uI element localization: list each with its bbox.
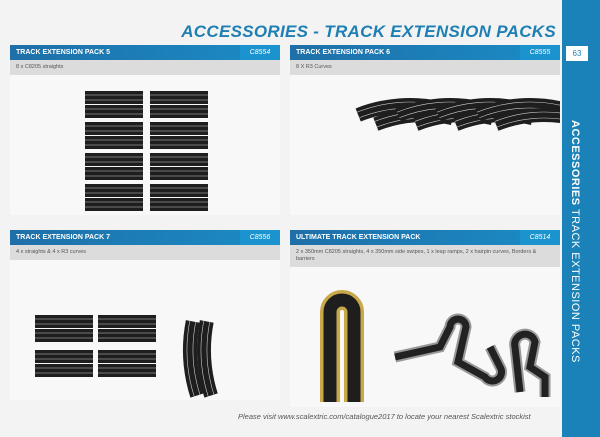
straight-track (85, 91, 143, 104)
panel-title: TRACK EXTENSION PACK 7 (16, 234, 110, 241)
sidebar (562, 0, 600, 437)
curved-track (197, 320, 218, 398)
footer-note: Please visit www.scalextric.com/catalogu… (238, 412, 531, 421)
straight-track (85, 167, 143, 180)
product-code: C8556 (240, 230, 280, 245)
panel-ultimate: ULTIMATE TRACK EXTENSION PACK C8514 2 x 3… (290, 230, 560, 407)
panel-pack-5: TRACK EXTENSION PACK 5 C8554 8 x C8205 st… (10, 45, 280, 215)
straight-track (85, 153, 143, 166)
straight-track (98, 364, 156, 377)
straights-image (10, 75, 280, 215)
straight-track (85, 184, 143, 197)
panel-title: TRACK EXTENSION PACK 6 (296, 49, 390, 56)
straight-track (150, 136, 208, 149)
panel-desc: 2 x 350mm C8205 straights, 4 x 350mm sid… (290, 245, 560, 267)
straight-track (35, 350, 93, 363)
straight-track (150, 91, 208, 104)
straight-track (150, 167, 208, 180)
panel-title: TRACK EXTENSION PACK 5 (16, 49, 110, 56)
curved-track (183, 320, 204, 398)
straight-track (150, 198, 208, 211)
product-code: C8554 (240, 45, 280, 60)
straight-track (150, 184, 208, 197)
straight-track (98, 350, 156, 363)
product-code: C8514 (520, 230, 560, 245)
straight-track (150, 122, 208, 135)
panel-desc: 4 x straights & 4 x R3 curves (10, 245, 280, 260)
straight-track (85, 122, 143, 135)
straight-track (150, 153, 208, 166)
panel-pack-6: TRACK EXTENSION PACK 6 C8555 8 X R3 Curve… (290, 45, 560, 215)
page-title: ACCESSORIES - TRACK EXTENSION PACKS (181, 22, 556, 41)
curves-image (290, 75, 560, 215)
side-light: TRACK EXTENSION PACKS (569, 208, 581, 363)
straight-track (35, 315, 93, 328)
straight-track (85, 198, 143, 211)
ultimate-layouts (320, 290, 551, 402)
panel-desc: 8 X R3 Curves (290, 60, 560, 75)
panel-desc: 8 x C8205 straights (10, 60, 280, 75)
panel-pack-7: TRACK EXTENSION PACK 7 C8556 4 x straight… (10, 230, 280, 400)
side-bold: ACCESSORIES (569, 120, 581, 206)
curved-track (493, 108, 560, 131)
side-section-label: ACCESSORIES TRACK EXTENSION PACKS (569, 120, 581, 363)
straight-track (35, 329, 93, 342)
straight-track (85, 136, 143, 149)
straight-track (98, 315, 156, 328)
product-code: C8555 (520, 45, 560, 60)
layout-image (290, 267, 560, 407)
straight-track (35, 364, 93, 377)
straight-track (150, 105, 208, 118)
straight-track (98, 329, 156, 342)
mixed-track-image (10, 260, 280, 400)
page-number: 63 (566, 46, 588, 61)
straight-track (85, 105, 143, 118)
panel-title: ULTIMATE TRACK EXTENSION PACK (296, 234, 421, 241)
